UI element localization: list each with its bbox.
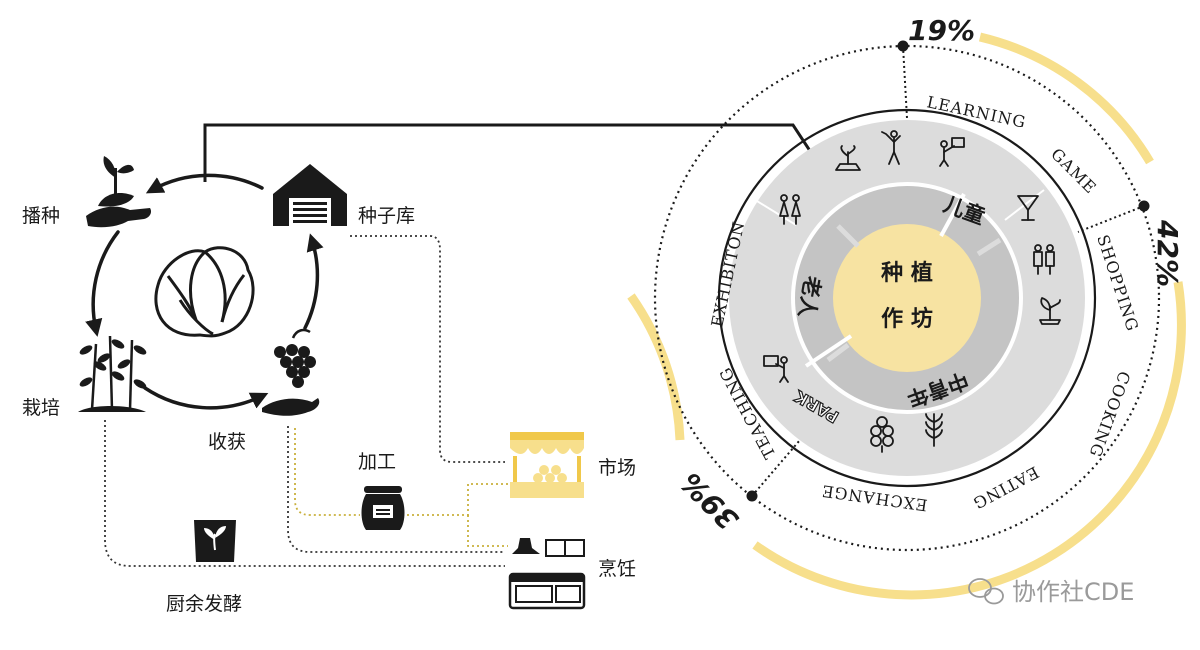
golfer-icon xyxy=(881,130,901,165)
cocktail-icon xyxy=(1017,195,1039,221)
percent-42: 42% xyxy=(1151,219,1184,287)
center-title-line2: 作 坊 xyxy=(881,306,933,332)
harvest-label: 收获 xyxy=(208,431,246,453)
ring-dividers xyxy=(804,193,966,368)
processing-label: 加工 xyxy=(358,451,396,473)
compost-bag-icon xyxy=(194,520,236,562)
solid-ring xyxy=(717,108,1097,488)
activity-icons xyxy=(763,130,1061,453)
teacher-icon xyxy=(763,355,789,383)
tree-icon xyxy=(870,416,894,453)
cooking-plant-icon xyxy=(1039,297,1061,325)
dotted-connectors xyxy=(104,235,508,567)
cooking-label: 烹饪 xyxy=(598,558,636,580)
percent-spokes xyxy=(751,45,1145,497)
market-stall-icon xyxy=(510,432,584,498)
segment-separators xyxy=(826,224,1002,362)
outer-dotted-ring xyxy=(653,44,1161,552)
accent-arc-39 xyxy=(627,293,685,441)
percent-39: 39% xyxy=(674,466,745,537)
compost-label: 厨余发酵 xyxy=(166,593,242,615)
connector-processing-cooking xyxy=(467,515,508,547)
cycle-arrow-seedbank-to-sowing xyxy=(145,173,264,194)
jar-icon xyxy=(361,486,405,530)
market-label: 市场 xyxy=(598,457,636,479)
connector-harvest-cooking xyxy=(287,426,505,553)
barn-icon xyxy=(273,164,347,226)
cycle-arrow-cultivation-to-harvest xyxy=(143,386,269,410)
center-disc xyxy=(833,224,981,372)
sowing-icon xyxy=(86,156,152,228)
seedling-icon xyxy=(835,145,861,171)
cabbage-icon xyxy=(154,246,255,338)
cultivation-label: 栽培 xyxy=(22,397,60,419)
percent-19: 19% xyxy=(908,14,975,47)
connector-cultivation-cooking xyxy=(104,420,505,567)
family-icon xyxy=(779,194,801,225)
connector-seedbank-market xyxy=(350,235,505,463)
presenter-icon xyxy=(939,137,965,167)
accent-arcs xyxy=(627,32,1186,600)
accent-arc-19 xyxy=(978,32,1154,165)
activity-game: GAME xyxy=(1047,144,1100,197)
percent-dots xyxy=(746,40,1150,502)
watermark: 协作社CDE xyxy=(968,578,1134,606)
cycle-arrow-sowing-to-cultivation xyxy=(85,230,120,337)
sowing-label: 播种 xyxy=(22,205,60,227)
cycle-arrow-harvest-to-seedbank xyxy=(303,233,324,330)
activity-cooking: COOKING xyxy=(1085,369,1134,461)
accent-arc-42 xyxy=(752,281,1186,600)
cycle-arrows xyxy=(85,173,324,410)
watermark-text: 协作社CDE xyxy=(1012,578,1134,606)
shoppers-icon xyxy=(1033,244,1055,275)
harvest-grapes-icon xyxy=(262,328,320,416)
connector-harvest-processing xyxy=(294,428,360,516)
seed-bank-label: 种子库 xyxy=(358,205,415,227)
leaf-branch-icon xyxy=(925,413,943,447)
center-title-line1: 种 植 xyxy=(881,260,933,286)
wechat-icon xyxy=(968,578,1004,605)
kitchen-icon xyxy=(508,538,586,610)
connector-processing-market xyxy=(402,483,508,516)
plants-icon xyxy=(78,335,147,412)
activity-shopping: SHOPPING xyxy=(1093,232,1142,334)
